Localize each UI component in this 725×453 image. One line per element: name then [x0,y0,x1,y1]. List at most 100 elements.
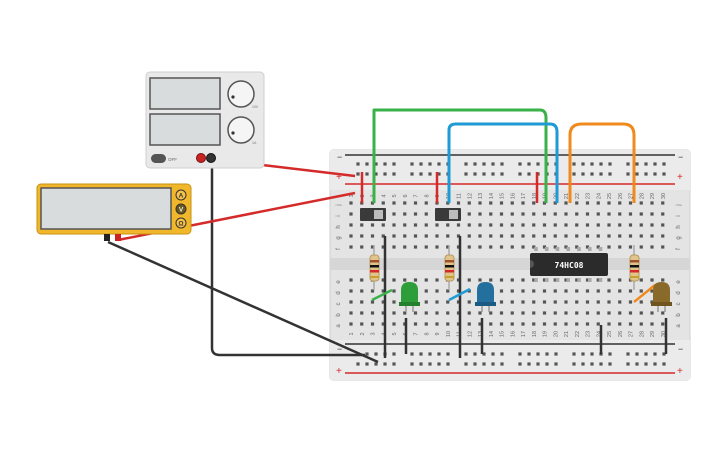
orange-wire[interactable] [568,122,636,203]
hole-d2[interactable] [360,289,364,293]
hole-i5[interactable] [392,212,396,216]
rail-hole[interactable] [419,362,423,366]
rail-hole[interactable] [527,352,531,356]
hole-i27[interactable] [628,212,633,216]
rail-hole[interactable] [464,162,468,166]
hole-i29[interactable] [650,212,654,216]
hole-i14[interactable] [489,212,493,216]
rail-hole[interactable] [419,172,423,176]
hole-e28[interactable] [639,278,643,282]
rail-hole[interactable] [464,352,468,356]
resistor-3[interactable] [629,245,640,290]
hole-f22[interactable] [575,245,579,249]
hole-b11[interactable] [456,311,461,315]
rail-hole[interactable] [410,352,414,356]
hole-d16[interactable] [510,289,514,293]
negative-terminal[interactable] [206,153,216,163]
hole-c10[interactable] [446,300,450,304]
hole-a23[interactable] [585,322,590,326]
hole-a13[interactable] [478,322,482,326]
hole-j21[interactable] [564,201,568,205]
rail-hole[interactable] [500,352,504,356]
hole-d11[interactable] [456,289,461,293]
rail-hole[interactable] [653,362,657,366]
rail-hole[interactable] [527,162,531,166]
hole-i8[interactable] [424,212,428,216]
hole-b3[interactable] [370,311,375,315]
hole-b29[interactable] [650,311,654,315]
hole-g22[interactable] [575,234,579,238]
hole-j24[interactable] [596,201,600,205]
rail-hole[interactable] [626,362,630,366]
hole-b30[interactable] [661,311,665,315]
rail-hole[interactable] [482,162,486,166]
hole-j18[interactable] [532,201,536,205]
hole-f2[interactable] [360,245,364,249]
hole-d21[interactable] [564,289,568,293]
hole-j12[interactable] [467,201,471,205]
voltage-knob[interactable] [227,80,255,108]
rail-hole[interactable] [518,162,522,166]
hole-h29[interactable] [650,223,654,227]
hole-e12[interactable] [467,278,471,282]
rail-hole[interactable] [392,362,396,366]
hole-g17[interactable] [521,234,525,238]
hole-f29[interactable] [650,245,654,249]
hole-g1[interactable] [349,234,353,238]
hole-a28[interactable] [639,322,643,326]
rail-hole[interactable] [590,172,594,176]
hole-h19[interactable] [542,223,547,227]
hole-f1[interactable] [349,245,353,249]
hole-h7[interactable] [413,223,418,227]
rail-hole[interactable] [365,172,369,176]
hole-g9[interactable] [435,234,439,238]
hole-h13[interactable] [478,223,482,227]
rail-hole[interactable] [527,172,531,176]
hole-d20[interactable] [553,289,557,293]
hole-a21[interactable] [564,322,568,326]
hole-b5[interactable] [392,311,396,315]
hole-i23[interactable] [585,212,590,216]
hole-a17[interactable] [521,322,525,326]
hole-b1[interactable] [349,311,353,315]
hole-h25[interactable] [607,223,611,227]
hole-j5[interactable] [392,201,396,205]
hole-b27[interactable] [628,311,633,315]
hole-i17[interactable] [521,212,525,216]
hole-h12[interactable] [467,223,471,227]
rail-hole[interactable] [437,162,441,166]
rail-hole[interactable] [383,362,387,366]
hole-h2[interactable] [360,223,364,227]
hole-b6[interactable] [403,311,407,315]
hole-h30[interactable] [661,223,665,227]
hole-h6[interactable] [403,223,407,227]
hole-e20[interactable] [553,278,557,282]
rail-hole[interactable] [437,362,441,366]
hole-j25[interactable] [607,201,611,205]
hole-b13[interactable] [478,311,482,315]
hole-h11[interactable] [456,223,461,227]
hole-d23[interactable] [585,289,590,293]
hole-c2[interactable] [360,300,364,304]
hole-a11[interactable] [456,322,461,326]
hole-a12[interactable] [467,322,471,326]
hole-a18[interactable] [532,322,536,326]
hole-b19[interactable] [542,311,547,315]
rail-hole[interactable] [590,362,594,366]
hole-h17[interactable] [521,223,525,227]
green-led[interactable] [399,282,420,312]
multimeter-com-jack[interactable] [104,234,110,241]
hole-c11[interactable] [456,300,461,304]
green-wire[interactable] [372,108,548,203]
hole-c27[interactable] [628,300,633,304]
hole-b28[interactable] [639,311,643,315]
rail-hole[interactable] [473,362,477,366]
hole-e11[interactable] [456,278,461,282]
hole-i18[interactable] [532,212,536,216]
hole-d24[interactable] [596,289,600,293]
hole-i25[interactable] [607,212,611,216]
rail-hole[interactable] [491,172,495,176]
rail-hole[interactable] [635,162,639,166]
hole-h16[interactable] [510,223,514,227]
hole-e9[interactable] [435,278,439,282]
